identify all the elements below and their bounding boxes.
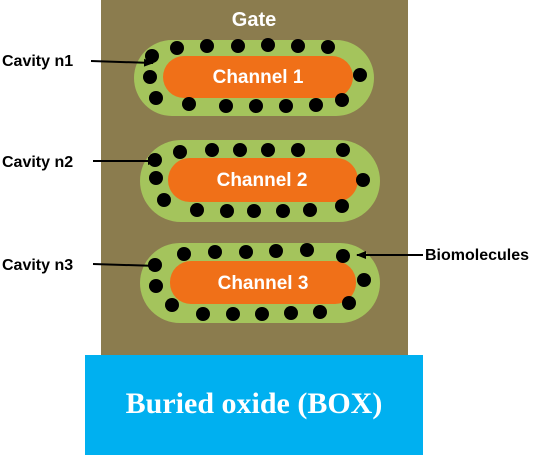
channel-2 bbox=[168, 158, 358, 202]
channel-1 bbox=[163, 56, 353, 98]
channel-3 bbox=[170, 261, 356, 304]
biomolecule bbox=[356, 173, 370, 187]
biomolecule bbox=[173, 145, 187, 159]
cavity-1-label: Cavity n1 bbox=[2, 53, 73, 70]
box-label: Buried oxide (BOX) bbox=[126, 387, 383, 420]
biomolecule bbox=[200, 39, 214, 53]
channel-1-label: Channel 1 bbox=[213, 67, 304, 88]
biomolecules-cavity-3 bbox=[148, 243, 371, 321]
biomolecule bbox=[291, 39, 305, 53]
biomolecule bbox=[291, 143, 305, 157]
biomolecule bbox=[309, 98, 323, 112]
biomolecule bbox=[255, 307, 269, 321]
channel-2-label: Channel 2 bbox=[217, 170, 308, 191]
biomolecule bbox=[157, 193, 171, 207]
biomolecule bbox=[233, 143, 247, 157]
biomolecule bbox=[342, 296, 356, 310]
biomolecule bbox=[177, 247, 191, 261]
biomolecule bbox=[353, 68, 367, 82]
biomolecule bbox=[249, 99, 263, 113]
biomolecule bbox=[335, 199, 349, 213]
biomolecule bbox=[165, 298, 179, 312]
biomolecule bbox=[145, 49, 159, 63]
biomolecule bbox=[182, 97, 196, 111]
biomolecule bbox=[313, 305, 327, 319]
biomolecule bbox=[208, 245, 222, 259]
biomolecule bbox=[190, 203, 204, 217]
cavity-group-3: Channel 3 bbox=[140, 243, 380, 323]
biomolecule bbox=[239, 245, 253, 259]
biomolecule bbox=[276, 204, 290, 218]
biomolecule bbox=[261, 38, 275, 52]
biomolecule bbox=[149, 279, 163, 293]
cavity-group-2: Channel 2 bbox=[140, 140, 380, 222]
biomolecules-label: Biomolecules bbox=[425, 247, 529, 264]
cavity-2-label: Cavity n2 bbox=[2, 154, 73, 171]
biomolecule bbox=[220, 204, 234, 218]
gate-label: Gate bbox=[232, 9, 276, 31]
biomolecule bbox=[219, 99, 233, 113]
biomolecule bbox=[336, 249, 350, 263]
biomolecule bbox=[269, 244, 283, 258]
biomolecule bbox=[170, 41, 184, 55]
biomolecule bbox=[336, 143, 350, 157]
biomolecule bbox=[261, 143, 275, 157]
biomolecule bbox=[196, 307, 210, 321]
biomolecule bbox=[321, 40, 335, 54]
cavity-3-arrow bbox=[92, 261, 159, 270]
biomolecules-cavity-1 bbox=[143, 38, 367, 113]
biomolecule bbox=[231, 39, 245, 53]
biomolecule bbox=[279, 99, 293, 113]
biomolecule bbox=[284, 306, 298, 320]
biomolecule bbox=[205, 143, 219, 157]
buried-oxide-layer bbox=[85, 355, 423, 455]
biomolecule bbox=[226, 307, 240, 321]
biomolecule bbox=[300, 243, 314, 257]
channel-3-label: Channel 3 bbox=[218, 273, 309, 294]
biomolecule bbox=[357, 273, 371, 287]
biomolecule bbox=[335, 93, 349, 107]
biomolecule bbox=[303, 203, 317, 217]
cavity-group-1: Channel 1 bbox=[134, 38, 374, 116]
cavity-3-label: Cavity n3 bbox=[2, 257, 73, 274]
biomolecule bbox=[247, 204, 261, 218]
cavity-1-arrow bbox=[90, 58, 154, 67]
biomolecule bbox=[143, 70, 157, 84]
biomolecule bbox=[149, 171, 163, 185]
biomolecule bbox=[149, 91, 163, 105]
